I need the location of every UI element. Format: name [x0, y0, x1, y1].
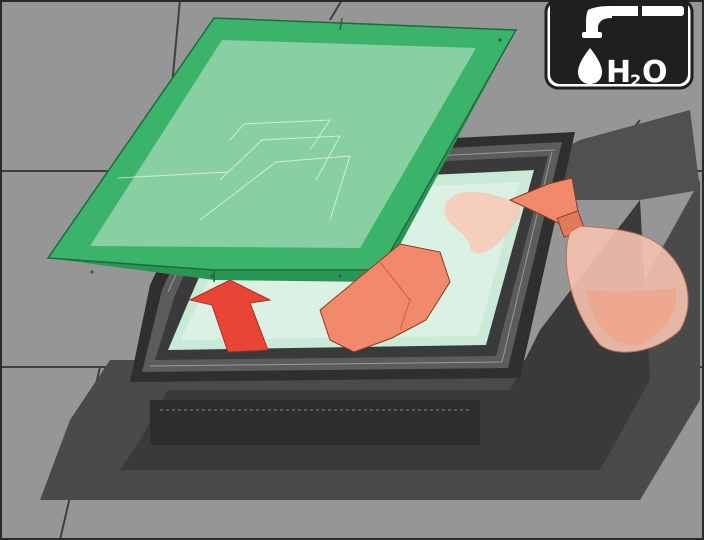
badge-text-2: 2 [630, 71, 641, 90]
flashing-skirt [150, 400, 480, 445]
badge-text-o: O [642, 55, 668, 90]
badge-text-h: H [606, 55, 631, 90]
water-badge: H 2 O [546, 0, 692, 90]
